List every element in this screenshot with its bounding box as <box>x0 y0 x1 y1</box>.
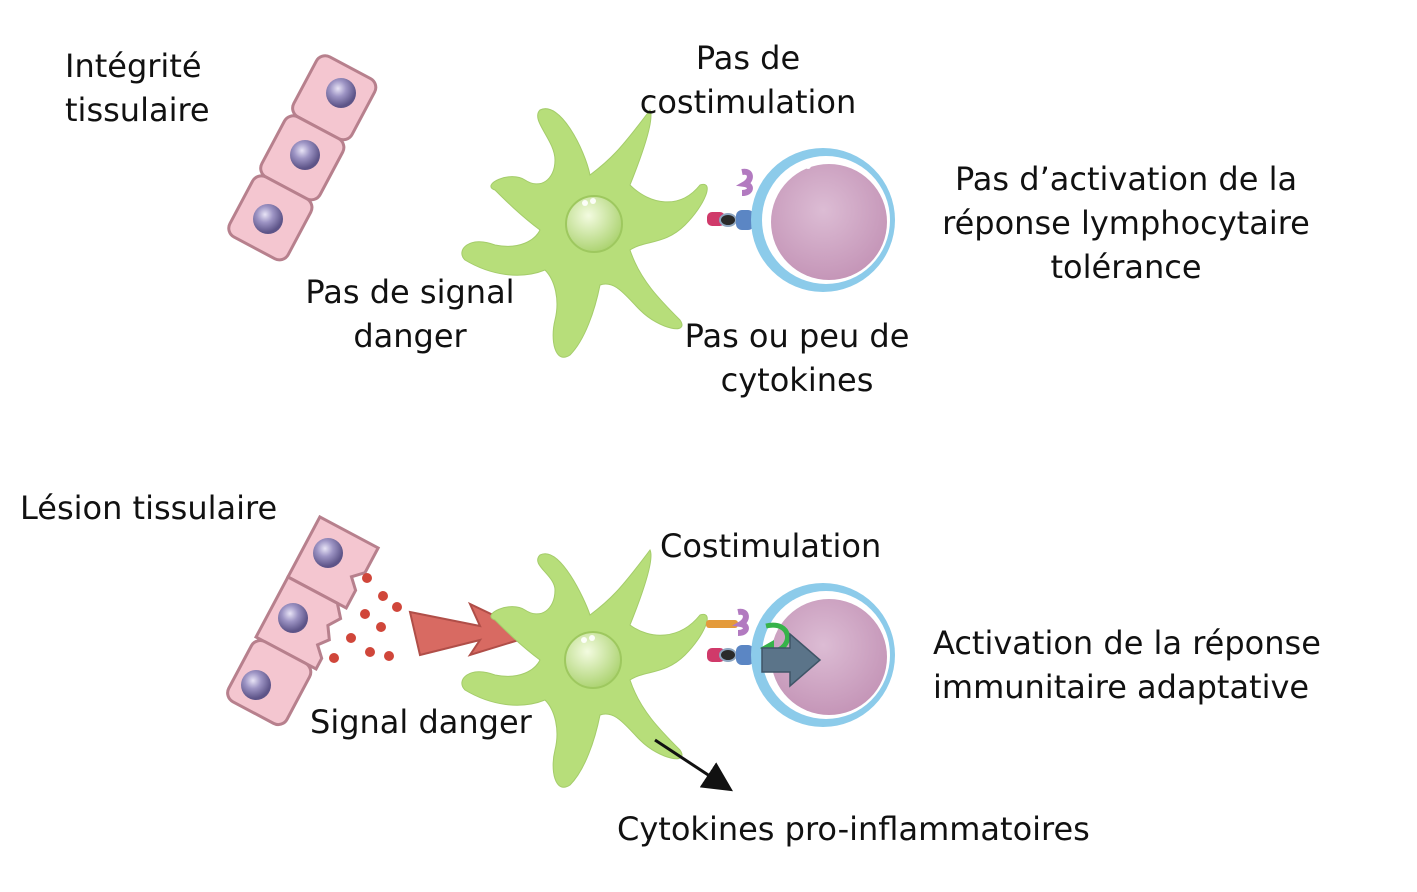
dendritic-nucleus <box>565 195 623 253</box>
cell-nucleus <box>326 78 356 108</box>
tissue-lesion-label: Lésion tissulaire <box>20 489 278 527</box>
no-outcome-label: Pas d’activation de la réponse lymphocyt… <box>942 160 1310 286</box>
danger-signal-label: Signal danger <box>310 703 532 741</box>
no-danger-signal-label: Pas de signal danger <box>305 273 515 355</box>
danger-bolt-icon <box>408 601 538 657</box>
low-cytokines-label: Pas ou peu de cytokines <box>684 317 910 399</box>
no-costimulation-label: Pas de costimulation <box>639 39 857 121</box>
activation-arrow-icon <box>761 632 822 688</box>
dendritic-nucleus <box>564 631 622 689</box>
cell-nucleus <box>278 603 308 633</box>
pro-inflammatory-cytokines-label: Cytokines pro-inflammatoires <box>617 810 1090 848</box>
lymphocyte <box>751 148 895 292</box>
receptor-complex <box>707 168 754 230</box>
danger-signal-particles <box>329 573 402 663</box>
lymphocyte-activated <box>751 583 895 727</box>
activation-outcome-label: Activation de la réponse immunitaire ada… <box>933 624 1321 706</box>
cell-nucleus <box>313 538 343 568</box>
cell-nucleus <box>290 140 320 170</box>
cytokine-arrow <box>654 738 734 792</box>
costimulation-label: Costimulation <box>660 527 882 565</box>
cell-nucleus <box>241 670 271 700</box>
cell-nucleus <box>253 204 283 234</box>
receptor-complex <box>706 608 754 665</box>
tissue-integrity-label: Intégrité tissulaire <box>65 47 210 129</box>
